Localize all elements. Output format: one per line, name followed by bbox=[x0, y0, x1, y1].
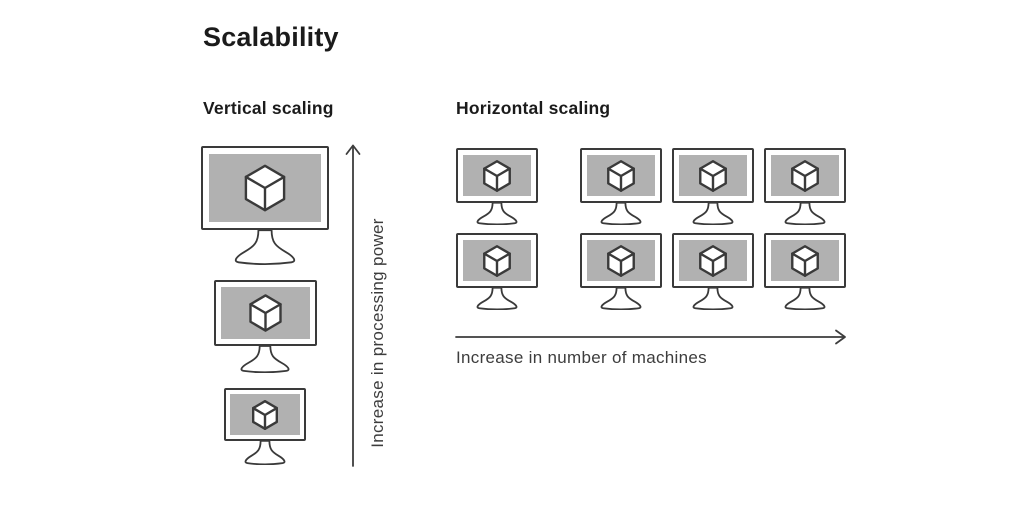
cube-icon bbox=[791, 245, 819, 277]
monitor-screen bbox=[209, 154, 321, 222]
monitor-stand bbox=[241, 440, 289, 465]
machine-monitor bbox=[580, 233, 662, 310]
monitor-body bbox=[201, 146, 329, 230]
machine-row bbox=[456, 148, 846, 225]
monitor-screen bbox=[771, 155, 839, 196]
cube-icon bbox=[607, 160, 635, 192]
monitor-screen bbox=[679, 155, 747, 196]
monitor-screen bbox=[587, 155, 655, 196]
cube-icon bbox=[483, 245, 511, 277]
monitor-body bbox=[764, 233, 846, 288]
monitor-body bbox=[224, 388, 306, 441]
machines-axis-label: Increase in number of machines bbox=[456, 348, 707, 367]
machine-monitor bbox=[456, 233, 538, 310]
cube-icon bbox=[699, 245, 727, 277]
monitor-stand bbox=[236, 345, 294, 373]
machine-monitor bbox=[201, 146, 329, 265]
machines-arrow-right-icon bbox=[455, 329, 846, 345]
cube-icon bbox=[791, 160, 819, 192]
machine-monitor bbox=[764, 233, 846, 310]
horizontal-scaling-heading: Horizontal scaling bbox=[456, 98, 611, 118]
diagram-title: Scalability bbox=[203, 22, 339, 52]
machine-monitor bbox=[672, 148, 754, 225]
monitor-stand bbox=[781, 287, 829, 310]
monitor-body bbox=[672, 233, 754, 288]
monitor-body bbox=[580, 233, 662, 288]
monitor-screen bbox=[463, 240, 531, 281]
monitor-screen bbox=[587, 240, 655, 281]
machine-monitor bbox=[672, 233, 754, 310]
machine-monitor bbox=[764, 148, 846, 225]
machine-monitor bbox=[456, 148, 538, 225]
monitor-screen bbox=[230, 394, 300, 435]
monitor-stand bbox=[597, 287, 645, 310]
monitor-screen bbox=[220, 287, 310, 339]
cube-icon bbox=[249, 294, 282, 332]
monitor-stand bbox=[781, 202, 829, 225]
vertical-scaling-heading: Vertical scaling bbox=[203, 98, 334, 118]
vertical-monitor-stack bbox=[200, 146, 330, 465]
monitor-body bbox=[213, 280, 317, 346]
monitor-stand bbox=[473, 202, 521, 225]
machine-monitor bbox=[224, 388, 306, 465]
monitor-stand bbox=[597, 202, 645, 225]
machine-row bbox=[456, 233, 846, 310]
monitor-stand bbox=[473, 287, 521, 310]
monitor-body bbox=[456, 233, 538, 288]
processing-power-axis-label: Increase in processing power bbox=[368, 218, 387, 448]
cube-icon bbox=[483, 160, 511, 192]
machine-monitor bbox=[580, 148, 662, 225]
horizontal-monitor-grid bbox=[456, 148, 846, 310]
monitor-stand bbox=[229, 229, 301, 265]
monitor-screen bbox=[679, 240, 747, 281]
monitor-body bbox=[456, 148, 538, 203]
monitor-screen bbox=[771, 240, 839, 281]
monitor-stand bbox=[689, 287, 737, 310]
monitor-body bbox=[764, 148, 846, 203]
monitor-stand bbox=[689, 202, 737, 225]
monitor-screen bbox=[463, 155, 531, 196]
monitor-body bbox=[580, 148, 662, 203]
monitor-body bbox=[672, 148, 754, 203]
cube-icon bbox=[699, 160, 727, 192]
cube-icon bbox=[607, 245, 635, 277]
cube-icon bbox=[252, 400, 278, 430]
cube-icon bbox=[244, 164, 286, 212]
processing-power-arrow-up-icon bbox=[345, 144, 361, 467]
machine-monitor bbox=[213, 280, 317, 373]
